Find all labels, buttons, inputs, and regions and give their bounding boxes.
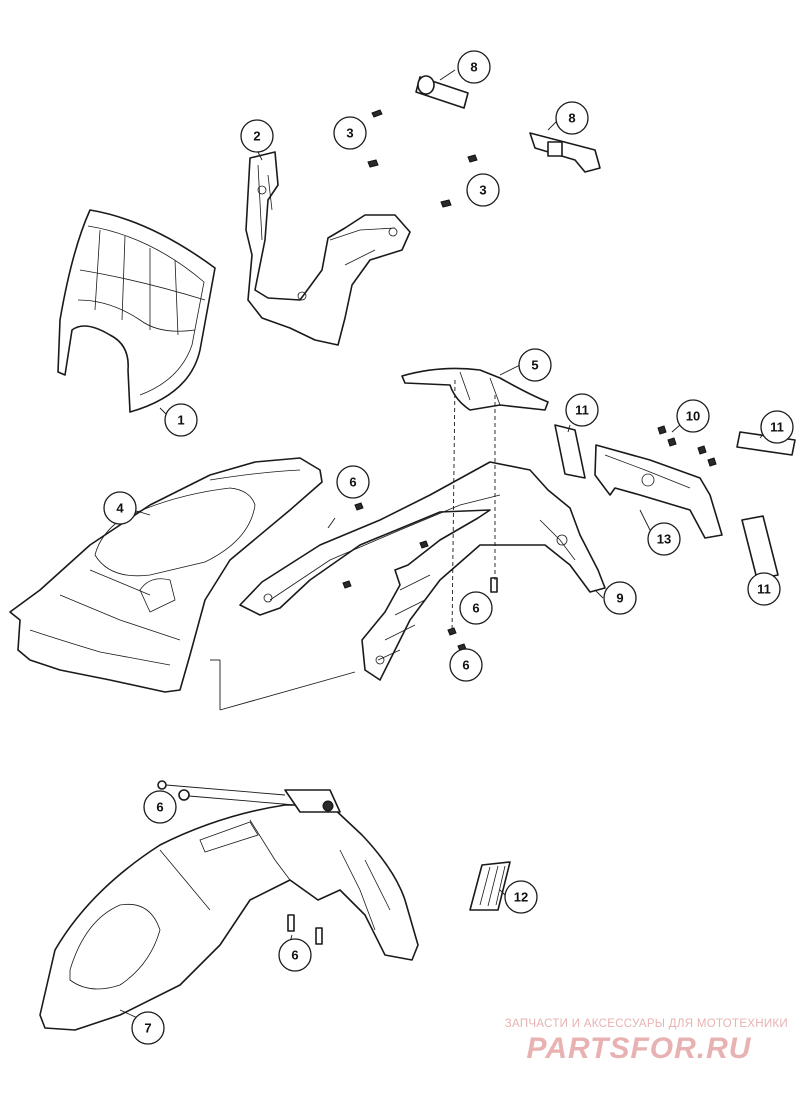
callout-6c-label: 6 [462,658,469,673]
watermark-logo-text: PARTSFOR.RU [527,1032,752,1065]
rear-subframe [239,461,606,681]
callout-13-label: 13 [657,532,671,547]
callout-11b-label: 11 [770,420,784,435]
callout-5: 5 [518,348,552,382]
cable-clamps [415,75,601,173]
callout-6a: 6 [336,465,370,499]
callout-4-label: 4 [116,501,124,516]
callout-6e: 6 [278,938,312,972]
callout-10-label: 10 [686,409,700,424]
callout-11a-label: 11 [575,403,589,418]
callout-3b: 3 [466,173,500,207]
callout-11a: 11 [565,393,599,427]
rear-cowl [9,457,323,693]
front-fender [39,789,419,1031]
screws-3 [367,109,478,208]
callout-11b: 11 [760,410,794,444]
callout-8a: 8 [457,50,491,84]
callout-4: 4 [103,491,137,525]
callout-9: 9 [603,581,637,615]
callout-6e-label: 6 [291,948,298,963]
callout-9-label: 9 [616,591,623,606]
callout-6d-label: 6 [156,800,163,815]
callout-6d: 6 [143,790,177,824]
callout-5-label: 5 [531,358,538,373]
callout-3a-label: 3 [346,126,353,141]
reflectors [554,424,796,580]
callout-8b-label: 8 [568,111,575,126]
callout-11c: 11 [747,572,781,606]
callout-11c-label: 11 [757,582,771,597]
callout-10: 10 [676,399,710,433]
headlight-bracket [245,151,411,346]
reflector-12 [469,861,511,911]
licence-plate-bracket [594,444,723,539]
tail-cover [401,367,549,411]
callout-6a-label: 6 [349,475,356,490]
callout-7-label: 7 [144,1021,151,1036]
leader-lines [119,69,766,1021]
callout-6b-label: 6 [472,601,479,616]
callout-2: 2 [240,119,274,153]
headlight-mask [57,209,216,413]
callout-3a: 3 [333,116,367,150]
watermark-tagline: ЗАПЧАСТИ И АКСЕССУАРЫ ДЛЯ МОТОТЕХНИКИ [504,1018,788,1030]
callout-2-label: 2 [253,129,260,144]
callout-12-label: 12 [514,890,528,905]
assembly-guides [210,379,496,711]
callout-7: 7 [131,1011,165,1045]
callout-8a-label: 8 [470,60,477,75]
callout-13: 13 [647,522,681,556]
screws-10 [657,425,717,467]
callout-3b-label: 3 [479,183,486,198]
screws-6-fender [157,780,323,945]
callout-8b: 8 [555,101,589,135]
callout-6b: 6 [459,591,493,625]
callout-6c: 6 [449,648,483,682]
callout-1: 1 [164,403,198,437]
watermark-logo: PARTSFOR.RU [527,1032,752,1065]
callout-1-label: 1 [177,413,184,428]
callout-12: 12 [504,880,538,914]
